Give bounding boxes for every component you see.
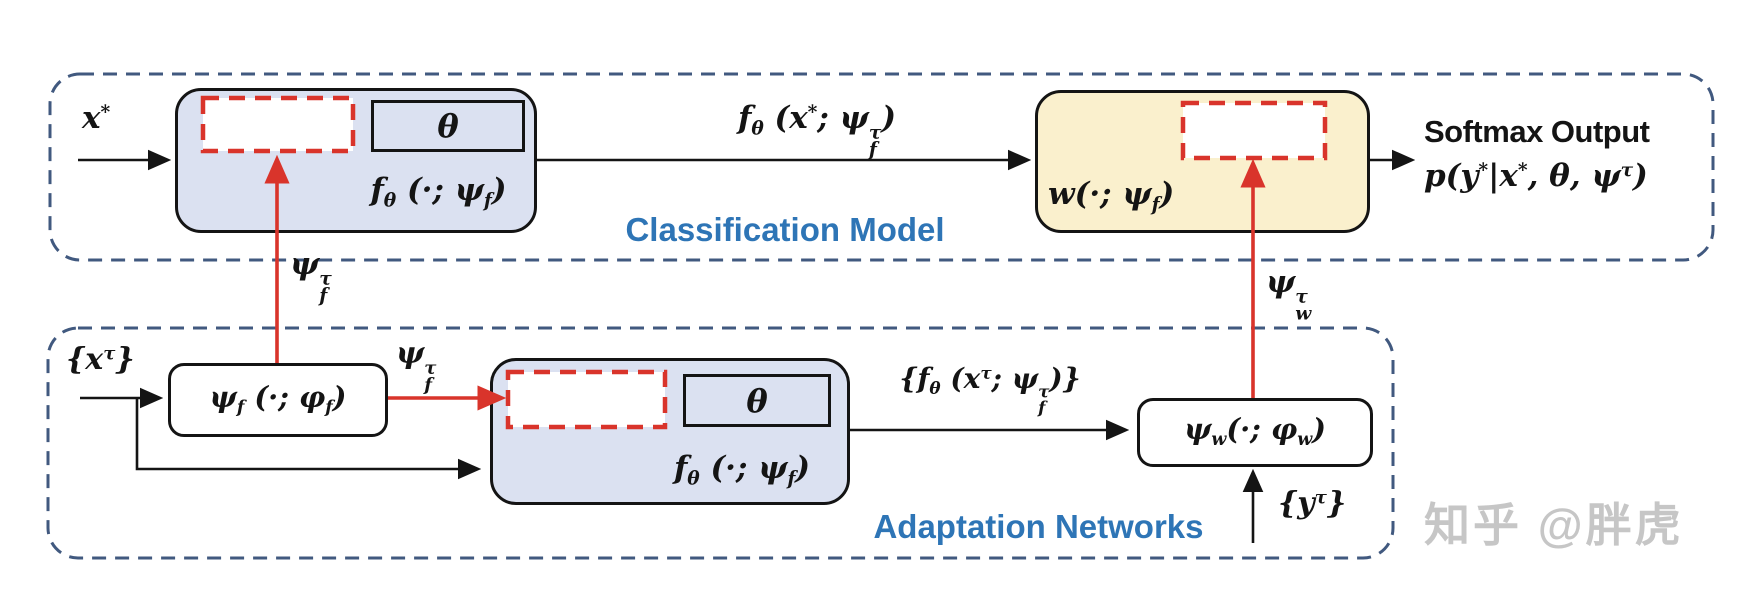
classification-model-title: Classification Model xyxy=(625,211,945,248)
input-y-tau-label: {yτ} xyxy=(1278,486,1347,521)
input-x-star-label: x* xyxy=(82,100,111,136)
psi-w-network-label: ψw(·; φw) xyxy=(1184,412,1326,451)
theta-box-adaptation: θ xyxy=(683,374,831,427)
softmax-output-formula: p(y*|x*, θ, ψτ) xyxy=(1424,158,1648,194)
feature-extractor-function-label-classification: fθ (·; ψf) xyxy=(370,172,507,212)
input-x-tau-label: {xτ} xyxy=(66,342,135,377)
classifier-function-label: w(·; ψf) xyxy=(1048,176,1175,216)
psi-f-network-label: ψf (·; φf) xyxy=(209,380,347,419)
softmax-output-title: Softmax Output xyxy=(1424,114,1650,149)
zhihu-watermark: 知乎 @胖虎 xyxy=(1424,499,1684,551)
adaptation-networks-title: Adaptation Networks xyxy=(873,508,1204,545)
feature-extractor-function-label-adaptation: fθ (·; ψf) xyxy=(673,450,811,490)
theta-box-classification: θ xyxy=(371,100,525,152)
